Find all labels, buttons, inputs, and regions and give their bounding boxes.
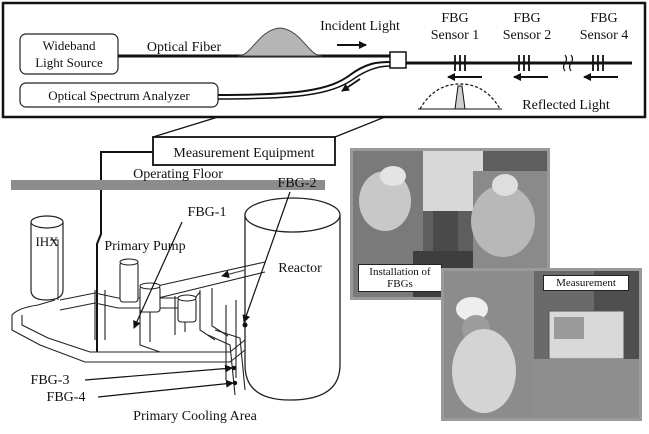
primary-pump-center [139, 282, 161, 313]
installation-caption-line2: FBGs [387, 278, 413, 290]
coupler-box [389, 51, 407, 69]
reflected-spectrum-peak [454, 85, 466, 110]
fbg1-leader [133, 221, 183, 329]
primary-pump-left [119, 258, 139, 303]
measurement-photo [441, 268, 642, 421]
primary-pump-right [177, 294, 197, 323]
light-source-box [19, 33, 119, 75]
operating-floor [11, 180, 325, 190]
fiber-break-icon [562, 54, 574, 72]
ihx-vessel [30, 215, 64, 301]
sensor2-label-1: FBG [513, 11, 540, 26]
measurement-caption: Measurement [543, 275, 629, 291]
incident-spectrum [237, 27, 323, 57]
sensor4-label-2: Sensor 4 [580, 28, 629, 43]
sensor1-label-2: Sensor 1 [431, 28, 480, 43]
light-source-label-2: Light Source [35, 55, 103, 70]
fbg3-marker [231, 365, 237, 371]
flow-arrow [221, 269, 246, 279]
installation-caption-line1: Installation of [369, 266, 431, 278]
incident-light-label: Incident Light [320, 19, 400, 34]
coupler-branch [217, 61, 391, 96]
fbg3-leader [84, 364, 233, 381]
reactor-label: Reactor [278, 261, 322, 276]
primary-piping [11, 261, 266, 396]
fbg2-leader [242, 191, 291, 323]
light-source-label-1: Wideband [43, 38, 96, 53]
reflected-light-label: Reflected Light [522, 98, 610, 113]
primary-pump-label: Primary Pump [104, 239, 185, 254]
sensor2-label-2: Sensor 2 [503, 28, 552, 43]
installation-caption: Installation of FBGs [358, 264, 442, 292]
sensor1-grating [454, 55, 466, 71]
fbg4-marker [232, 380, 238, 386]
primary-cooling-area-label: Primary Cooling Area [133, 409, 257, 424]
measurement-caption-text: Measurement [556, 277, 616, 289]
sensor1-label-1: FBG [441, 11, 468, 26]
sensor2-grating [518, 55, 530, 71]
coupler-branch-2 [217, 65, 391, 100]
sensor4-label-1: FBG [590, 11, 617, 26]
return-arrow [341, 78, 361, 92]
ihx-label: IHX [35, 234, 59, 249]
reflected-spectrum-envelope [419, 83, 501, 110]
sensor-cable [96, 151, 153, 352]
analyzer-label: Optical Spectrum Analyzer [48, 88, 190, 103]
measurement-equipment-box [152, 136, 336, 166]
operating-floor-label: Operating Floor [133, 167, 223, 182]
measurement-equipment-label: Measurement Equipment [173, 146, 314, 161]
fbg2-label: FBG-2 [278, 176, 317, 191]
fbg2-marker [242, 322, 248, 328]
sensor4-grating [592, 55, 604, 71]
fbg4-leader [97, 379, 234, 398]
fbg1-label: FBG-1 [188, 205, 227, 220]
fiber-label: Optical Fiber [147, 40, 222, 55]
fbg4-label: FBG-4 [47, 390, 86, 405]
fbg3-label: FBG-3 [31, 373, 70, 388]
reactor-vessel [244, 197, 341, 401]
callout-wedge [152, 116, 386, 138]
